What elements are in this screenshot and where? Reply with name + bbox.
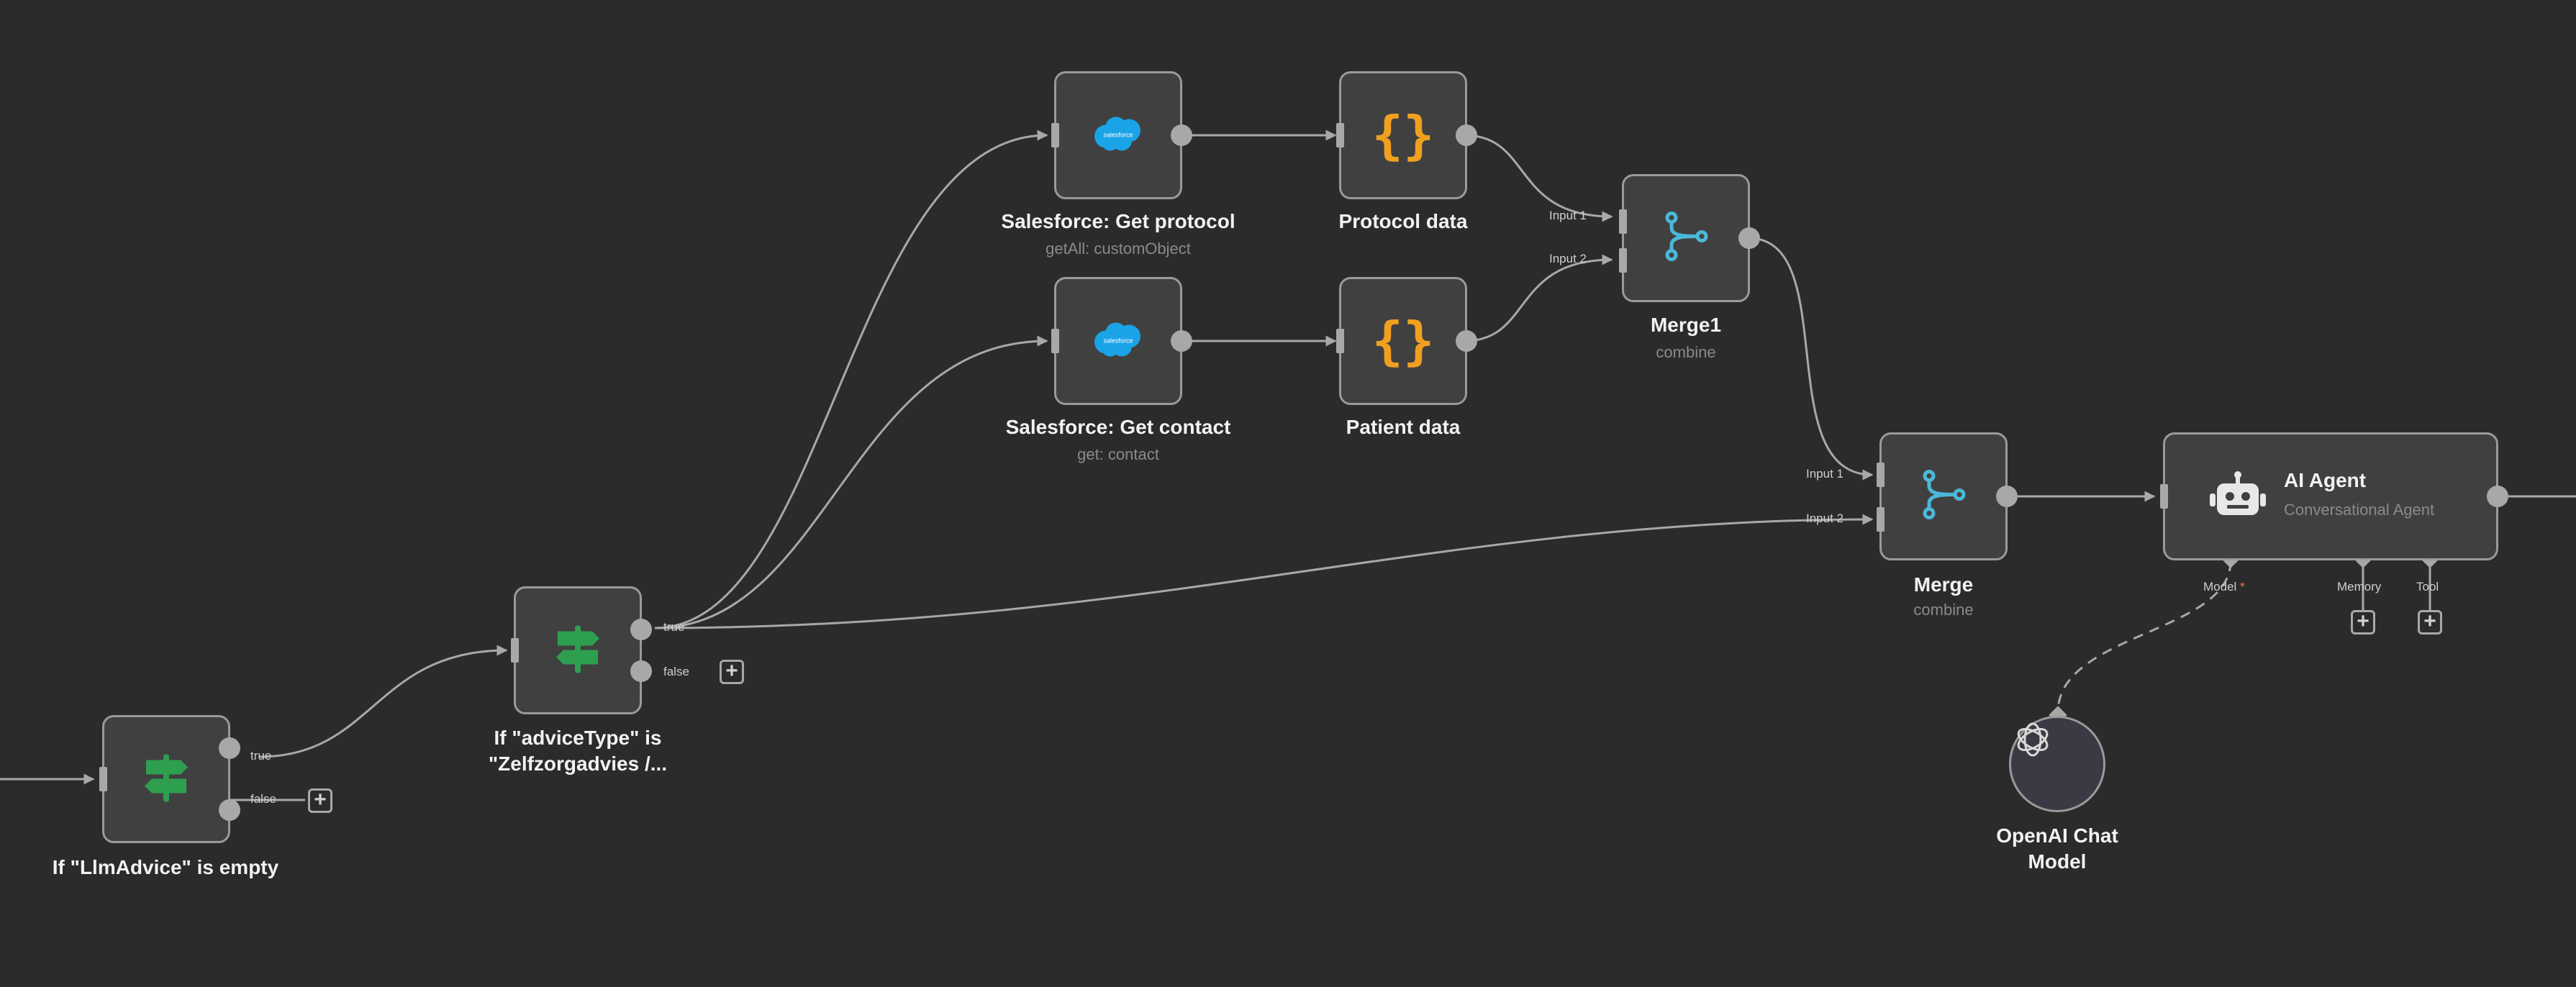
ai-agent-title: AI Agent xyxy=(2284,469,2367,491)
connection-protocol-data-to-merge1 xyxy=(1464,134,1613,222)
merge1-title: Merge1 xyxy=(1650,314,1722,336)
ai-agent-node[interactable]: AI Agent Conversational Agent xyxy=(2160,432,2508,560)
merge1-node[interactable] xyxy=(1619,174,1760,302)
merge-icon xyxy=(1657,208,1715,269)
patient-data-input-handle[interactable] xyxy=(1336,329,1344,353)
sf-contact-title: Salesforce: Get contact xyxy=(1005,416,1231,438)
sf-protocol-title: Salesforce: Get protocol xyxy=(1001,210,1235,232)
if-llm-false-handle[interactable] xyxy=(219,799,240,821)
robot-icon xyxy=(2210,470,2266,524)
salesforce-logo-text: salesforce xyxy=(1103,337,1133,345)
salesforce-cloud-icon: salesforce xyxy=(1092,321,1145,362)
openai-title-line2: Model xyxy=(2028,850,2087,873)
merge-input2-label: Input 2 xyxy=(1806,511,1843,525)
if-advice-false-label: false xyxy=(663,665,689,678)
patient-data-title: Patient data xyxy=(1346,416,1461,438)
merge1-input2-label: Input 2 xyxy=(1549,252,1587,265)
connection-true-to-merge-input2 xyxy=(654,514,1874,629)
ai-agent-output-handle[interactable] xyxy=(2487,486,2508,507)
merge-node[interactable] xyxy=(1877,432,2018,560)
if-llm-false-label: false xyxy=(250,792,276,806)
merge1-input1-label: Input 1 xyxy=(1549,209,1587,222)
if-advice-false-add-button[interactable]: + xyxy=(720,660,744,684)
protocol-data-input-handle[interactable] xyxy=(1336,123,1344,147)
if-llm-true-handle[interactable] xyxy=(219,737,240,759)
sf-contact-subtitle: get: contact xyxy=(1077,445,1159,463)
connection-openai-to-model xyxy=(2056,560,2232,713)
merge-subtitle: combine xyxy=(1913,601,1974,619)
merge-input1-label: Input 1 xyxy=(1806,467,1843,481)
if-advice-false-handle[interactable] xyxy=(630,660,652,683)
patient-data-node[interactable]: {} xyxy=(1336,277,1477,405)
add-tool-button[interactable]: + xyxy=(2418,610,2442,634)
ai-agent-memory-label: Memory xyxy=(2337,580,2382,593)
connection-llm-true-to-if-advice xyxy=(258,645,508,758)
merge-icon xyxy=(1915,466,1972,527)
if-advice-title-line1: If "adviceType" is xyxy=(494,727,662,749)
signpost-icon xyxy=(549,620,607,681)
connection-true-to-sf-protocol xyxy=(654,129,1048,629)
curly-braces-icon: {} xyxy=(1371,105,1435,165)
ai-agent-tool-label: Tool xyxy=(2416,580,2439,593)
if-advice-type-node[interactable] xyxy=(511,586,652,714)
salesforce-cloud-icon: salesforce xyxy=(1092,115,1145,156)
if-llm-advice-node[interactable] xyxy=(99,715,240,843)
connection-merge1-to-merge-input1 xyxy=(1748,237,1874,481)
if-advice-title-line2: "Zelfzorgadvies /... xyxy=(488,752,668,775)
if-llm-input-handle[interactable] xyxy=(99,767,107,791)
openai-title-line1: OpenAI Chat xyxy=(1996,824,2118,847)
sf-protocol-output-handle[interactable] xyxy=(1171,124,1192,146)
ai-agent-model-label: Model * xyxy=(2203,580,2245,594)
model-label-text: Model xyxy=(2203,580,2237,593)
patient-data-output-handle[interactable] xyxy=(1456,330,1477,352)
merge1-input1-handle[interactable] xyxy=(1619,209,1627,234)
if-llm-true-label: true xyxy=(250,749,272,763)
curly-braces-icon: {} xyxy=(1371,311,1435,371)
salesforce-get-protocol-node[interactable]: salesforce xyxy=(1051,71,1192,199)
merge1-subtitle: combine xyxy=(1656,343,1716,361)
merge-output-handle[interactable] xyxy=(1996,486,2018,507)
openai-chat-model-node[interactable] xyxy=(2009,716,2105,812)
if-advice-true-handle[interactable] xyxy=(630,618,652,640)
sf-protocol-subtitle: getAll: customObject xyxy=(1046,240,1191,258)
merge1-input2-handle[interactable] xyxy=(1619,248,1627,273)
openai-icon xyxy=(2011,718,2103,765)
ai-agent-subtitle: Conversational Agent xyxy=(2284,501,2435,519)
protocol-data-node[interactable]: {} xyxy=(1336,71,1477,199)
salesforce-logo-text: salesforce xyxy=(1103,132,1133,139)
connection-true-to-sf-contact xyxy=(654,335,1048,629)
if-advice-input-handle[interactable] xyxy=(511,638,519,663)
sf-contact-output-handle[interactable] xyxy=(1171,330,1192,352)
if-advice-true-label: true xyxy=(663,620,685,634)
add-memory-button[interactable]: + xyxy=(2351,610,2375,634)
protocol-data-title: Protocol data xyxy=(1338,210,1468,232)
merge1-output-handle[interactable] xyxy=(1738,227,1760,249)
protocol-data-output-handle[interactable] xyxy=(1456,124,1477,146)
sf-contact-input-handle[interactable] xyxy=(1051,329,1059,353)
connection-patient-data-to-merge1 xyxy=(1464,254,1613,342)
signpost-icon xyxy=(137,749,195,810)
salesforce-get-contact-node[interactable]: salesforce xyxy=(1051,277,1192,405)
if-llm-false-add-button[interactable]: + xyxy=(308,788,332,813)
merge-input2-handle[interactable] xyxy=(1877,507,1885,532)
merge-title: Merge xyxy=(1913,573,1974,596)
merge-input1-handle[interactable] xyxy=(1877,463,1885,487)
ai-agent-input-handle[interactable] xyxy=(2160,484,2168,509)
sf-protocol-input-handle[interactable] xyxy=(1051,123,1059,147)
model-required-mark: * xyxy=(2240,580,2245,593)
if-llm-advice-title: If "LlmAdvice" is empty xyxy=(52,856,279,878)
